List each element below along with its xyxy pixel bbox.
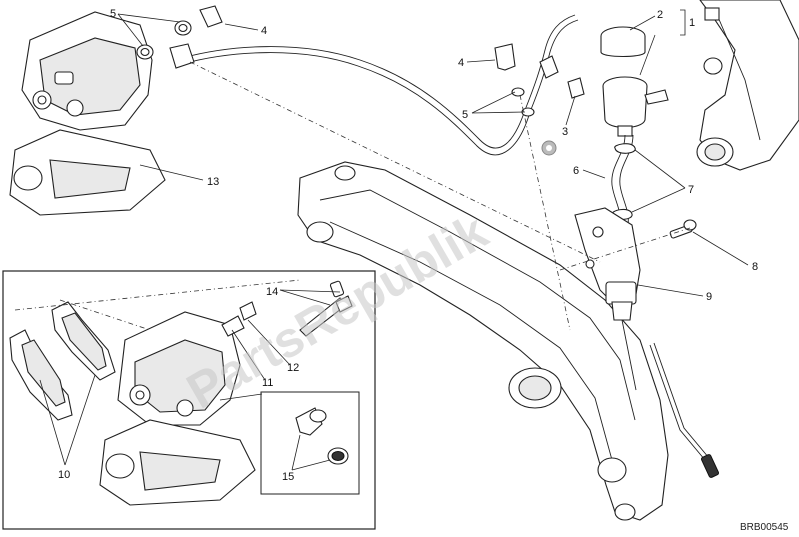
label-3: 3 xyxy=(562,126,568,138)
label-4-center: 4 xyxy=(458,57,464,69)
swingarm xyxy=(297,161,669,521)
rear-master-cylinder xyxy=(574,207,641,391)
bleeder-detail-box xyxy=(260,391,360,495)
label-6: 6 xyxy=(573,165,579,177)
label-2: 2 xyxy=(657,9,663,21)
rear-caliper-detail xyxy=(99,311,256,506)
label-4-top: 4 xyxy=(261,25,267,37)
label-7: 7 xyxy=(688,184,694,196)
brake-fluid-reservoir xyxy=(600,26,669,137)
caliper-detail-inset xyxy=(2,270,376,530)
frame-section xyxy=(696,0,799,171)
reservoir-hose xyxy=(611,134,636,226)
brake-pad-left xyxy=(9,329,73,421)
rear-caliper-top xyxy=(9,11,166,216)
bleeder-valve xyxy=(221,301,257,337)
brake-pad-right xyxy=(51,301,116,381)
diagram-code: BRB00545 xyxy=(740,522,789,533)
banjo-bolt-center xyxy=(494,43,585,117)
leader-lines xyxy=(117,9,749,331)
label-15: 15 xyxy=(282,471,294,483)
banjo-bolt-top xyxy=(136,5,223,69)
label-5-center: 5 xyxy=(462,109,468,121)
label-1: 1 xyxy=(689,17,695,29)
label-13: 12 xyxy=(287,362,299,374)
label-9: 9 xyxy=(706,291,712,303)
pad-pin xyxy=(299,280,353,337)
label-8: 8 xyxy=(752,261,758,273)
label-11: 10 xyxy=(58,469,70,481)
callout-labels: 5 4 13 2 1 4 5 3 6 7 8 9 10 11 12 14 15 … xyxy=(58,8,789,533)
gear-icon xyxy=(541,140,557,156)
label-12: 11 xyxy=(262,377,273,389)
bolt-8 xyxy=(669,219,697,239)
label-5-top: 5 xyxy=(110,8,116,20)
label-10: 13 xyxy=(207,176,219,188)
brake-hose xyxy=(181,14,720,478)
label-14: 14 xyxy=(266,286,278,298)
